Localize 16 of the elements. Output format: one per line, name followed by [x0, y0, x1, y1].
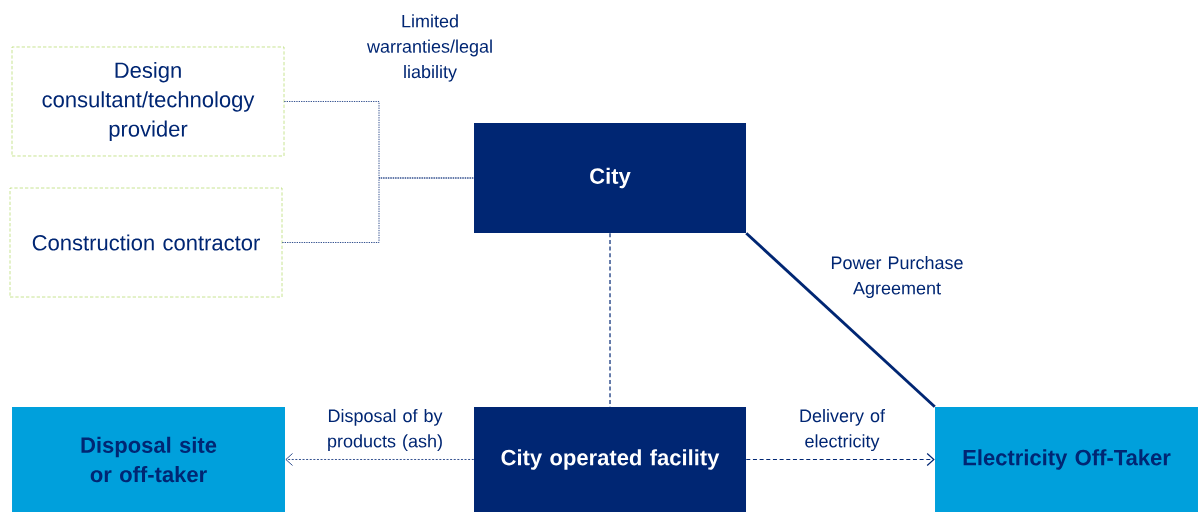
process-box: City operated facility	[474, 407, 746, 512]
outline-box: Design consultant/technology provider	[11, 46, 285, 157]
connector	[745, 452, 935, 467]
process-box: City	[474, 123, 746, 233]
connector	[285, 453, 475, 466]
process-box: Disposal site or off-taker	[12, 407, 285, 512]
edge-label: Limited warranties/legal liability	[366, 14, 492, 82]
edge-label: Power Purchase Agreement	[831, 255, 963, 299]
process-box: Electricity Off-Taker	[935, 407, 1198, 512]
outline-box: Construction contractor	[9, 187, 283, 298]
edge-label: Disposal of by products (ash)	[328, 408, 443, 452]
edge-label: Delivery of electricity	[800, 408, 885, 452]
connector	[281, 177, 475, 243]
connector	[609, 232, 611, 408]
connector	[745, 232, 936, 408]
connector	[283, 101, 475, 179]
